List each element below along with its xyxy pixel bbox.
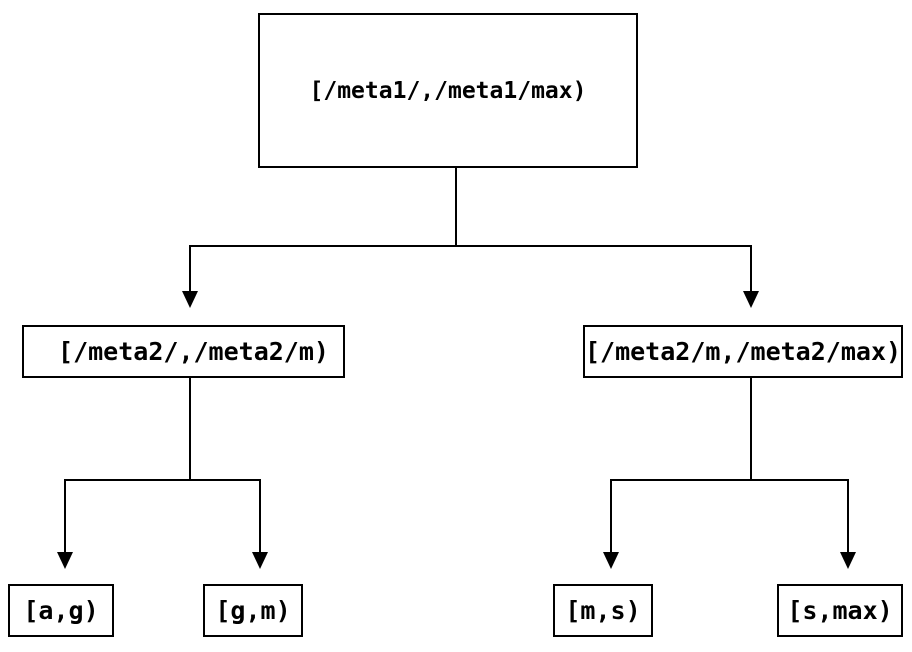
node-leaf-range-ms: [m,s) bbox=[553, 584, 653, 637]
arrow-down-icon bbox=[252, 552, 268, 569]
node-meta2-left-range: [/meta2/,/meta2/m) bbox=[22, 325, 345, 378]
edge-midleft-split bbox=[64, 479, 261, 553]
node-leaf-range-ag: [a,g) bbox=[8, 584, 114, 637]
node-leaf-range-smax: [s,max) bbox=[777, 584, 903, 637]
arrow-down-icon bbox=[840, 552, 856, 569]
edge-midright-split bbox=[610, 479, 849, 553]
node-root-range: [/meta1/,/meta1/max) bbox=[258, 13, 638, 168]
arrow-down-icon bbox=[743, 291, 759, 308]
arrow-down-icon bbox=[603, 552, 619, 569]
edge-level1-split bbox=[189, 245, 752, 292]
arrow-down-icon bbox=[182, 291, 198, 308]
arrow-down-icon bbox=[57, 552, 73, 569]
node-leaf-range-gm: [g,m) bbox=[203, 584, 303, 637]
node-meta2-right-range: [/meta2/m,/meta2/max) bbox=[583, 325, 903, 378]
